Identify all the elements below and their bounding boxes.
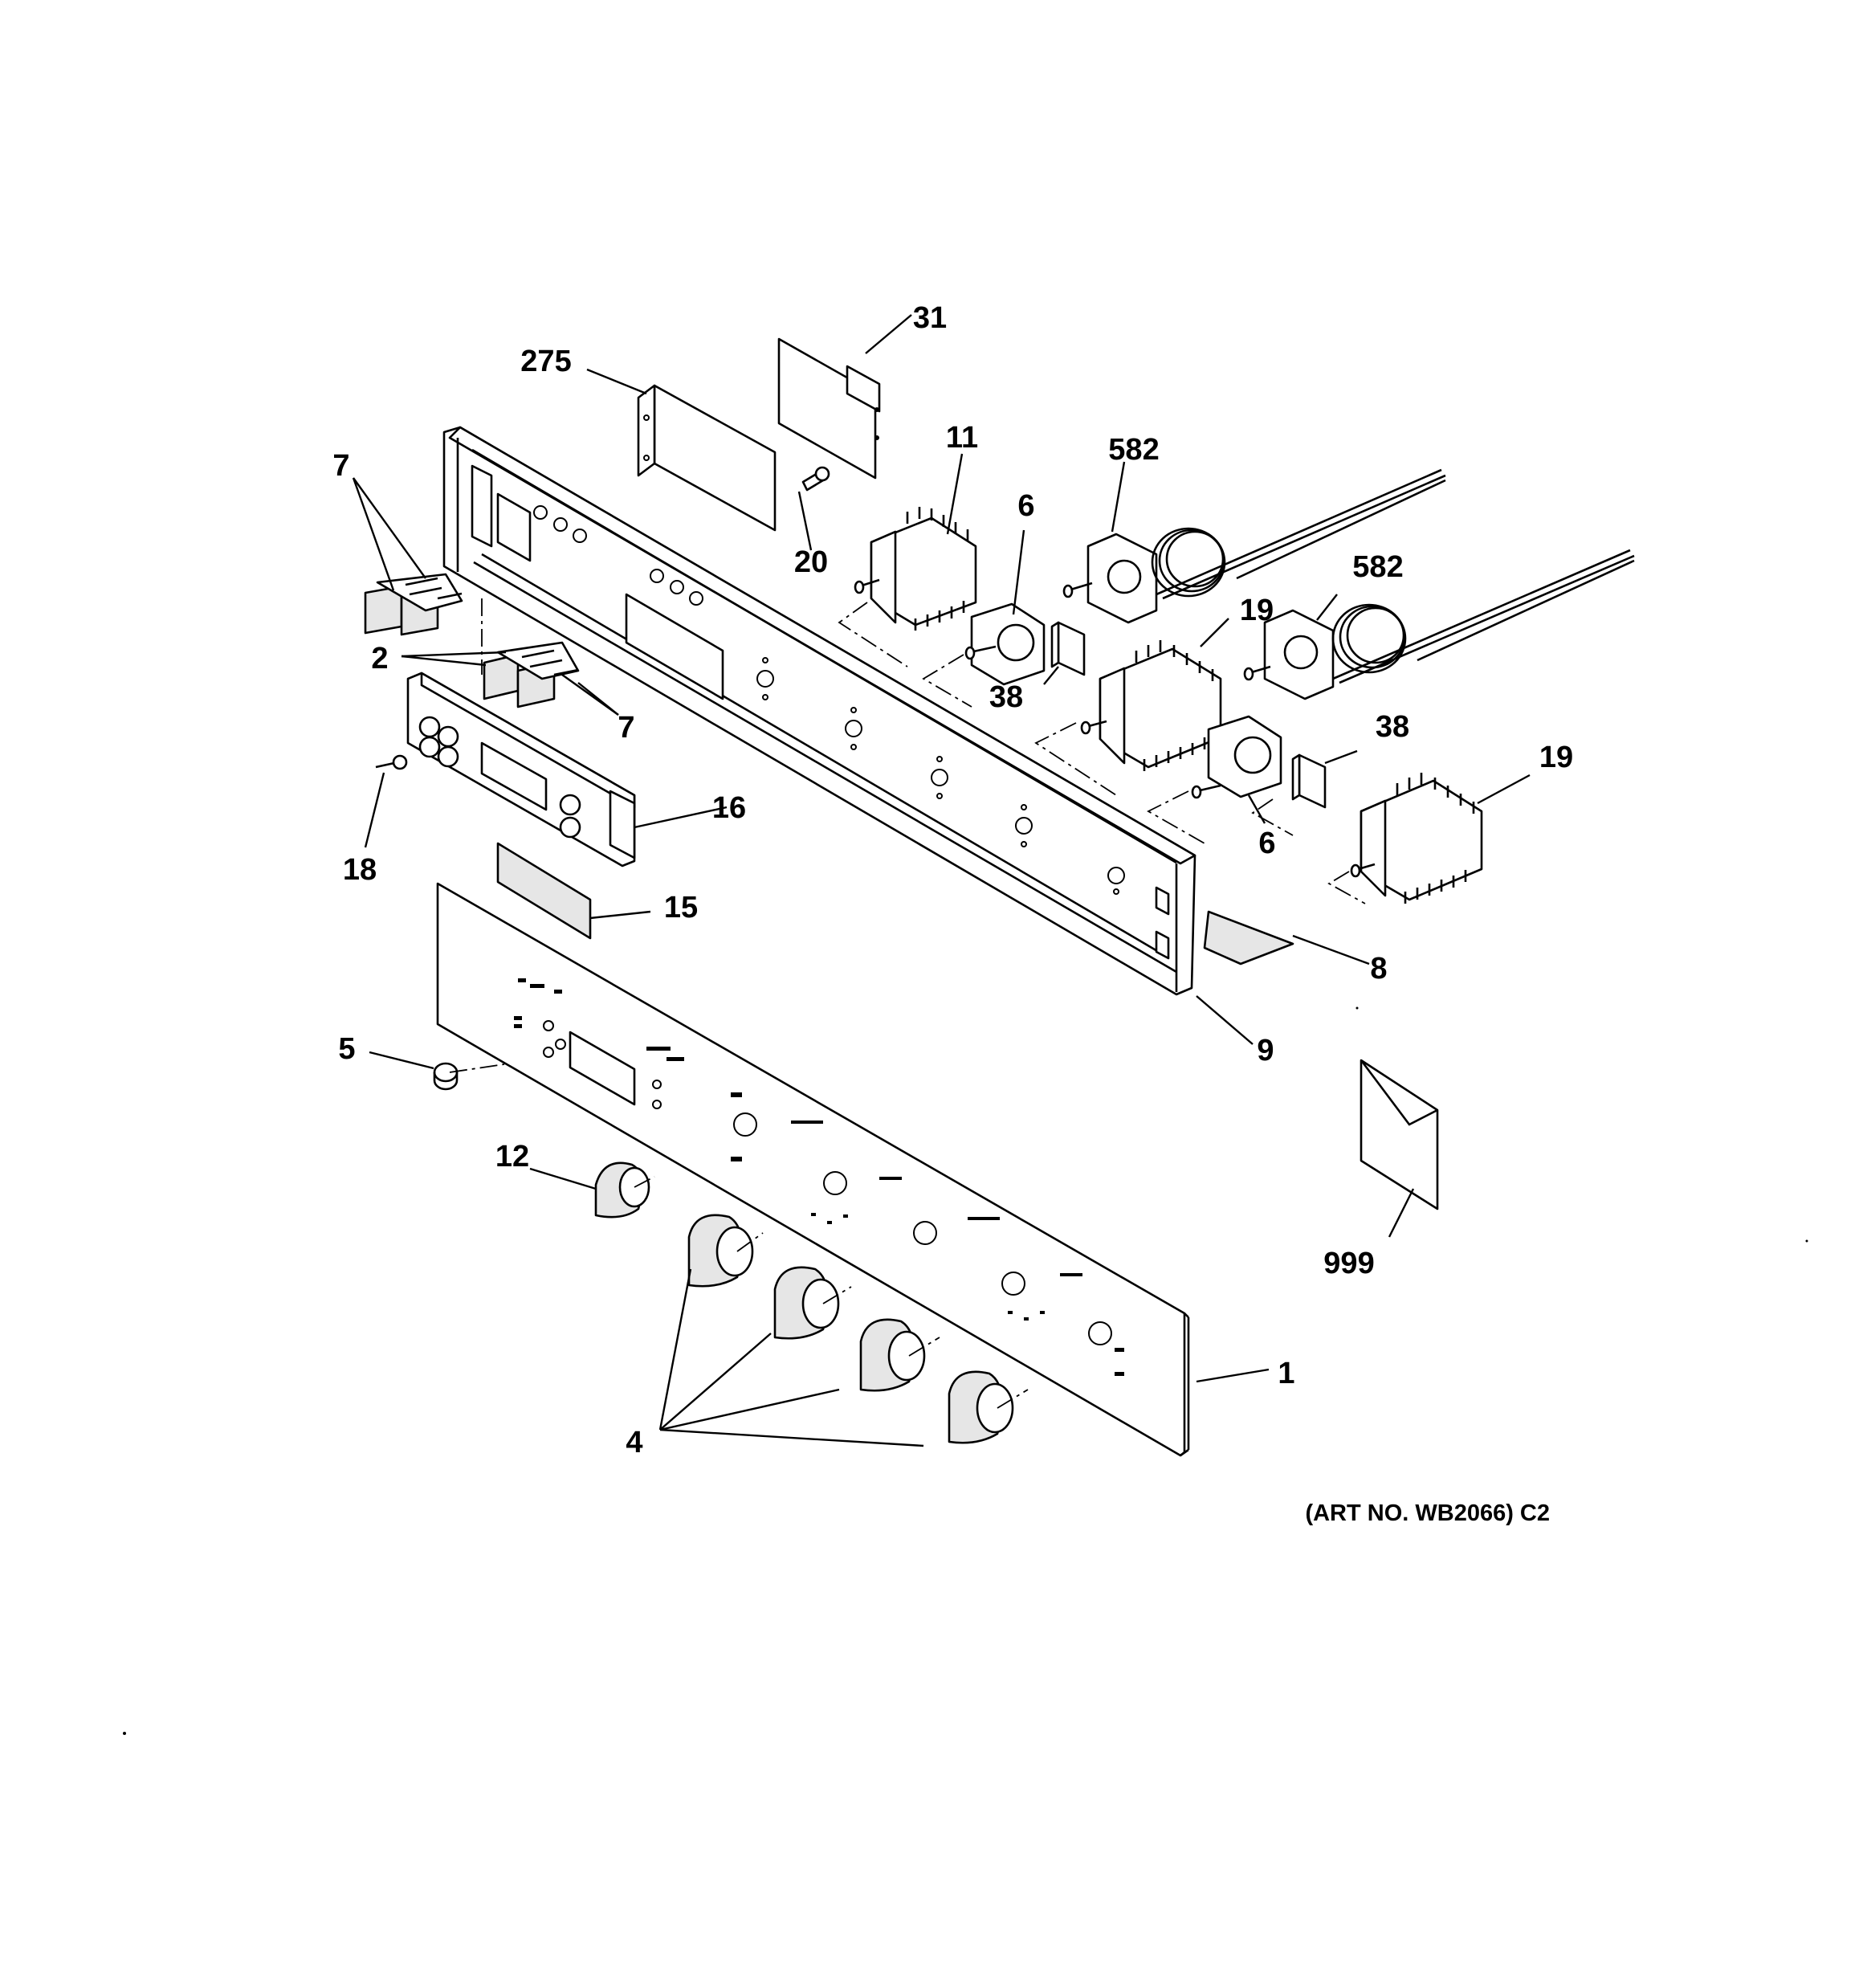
button-5 xyxy=(433,1062,459,1091)
switch-pair-upper xyxy=(364,573,463,636)
alignment-lines xyxy=(449,598,1366,1409)
front-control-panel xyxy=(436,882,1190,1457)
callout-12: 12 xyxy=(495,1140,529,1174)
control-panel-frame xyxy=(442,426,1196,996)
art-number: (ART NO. WB2066) C2 xyxy=(1305,1500,1550,1526)
bracket xyxy=(637,384,777,532)
leader-lines xyxy=(352,314,1531,1447)
callout-1: 1 xyxy=(1278,1357,1294,1390)
selector-switch-11 xyxy=(854,507,977,631)
callout-6-upper: 6 xyxy=(1017,489,1034,523)
callout-999: 999 xyxy=(1323,1247,1374,1280)
insulation-strip xyxy=(1203,910,1294,965)
callout-7-upper: 7 xyxy=(332,449,349,483)
display-window xyxy=(496,842,592,940)
callout-11: 11 xyxy=(946,421,978,455)
knob-set-4 xyxy=(687,1214,1014,1444)
clip-38-upper xyxy=(1050,621,1086,676)
callout-31: 31 xyxy=(913,301,947,335)
infinite-switch-lower xyxy=(1191,715,1282,799)
callout-8: 8 xyxy=(1370,952,1387,986)
callout-582-upper: 582 xyxy=(1108,433,1159,467)
callout-20: 20 xyxy=(794,545,828,579)
thermostat-lower xyxy=(1243,549,1635,700)
screw-20 xyxy=(801,466,830,492)
callout-2: 2 xyxy=(371,642,388,676)
callout-38-lower: 38 xyxy=(1376,710,1409,744)
scan-specks xyxy=(123,1006,1808,1735)
callout-582-lower: 582 xyxy=(1352,550,1403,584)
callout-19-upper: 19 xyxy=(1240,594,1274,627)
callout-19-lower: 19 xyxy=(1539,741,1573,774)
callout-16: 16 xyxy=(712,791,746,825)
thermostat-upper xyxy=(1062,468,1446,624)
literature-envelope xyxy=(1360,1059,1439,1210)
callout-38-upper: 38 xyxy=(989,680,1023,714)
callout-275: 275 xyxy=(520,345,571,378)
callout-7-lower: 7 xyxy=(618,711,634,745)
switch-pair-lower xyxy=(483,641,580,708)
circuit-board xyxy=(777,337,881,480)
selector-switch-19-upper xyxy=(1080,640,1222,771)
selector-switch-19-lower xyxy=(1350,773,1483,904)
callout-4: 4 xyxy=(626,1426,642,1459)
screw-18 xyxy=(375,754,408,770)
callout-6-lower: 6 xyxy=(1258,827,1275,860)
callout-15: 15 xyxy=(664,891,698,925)
clip-38-lower xyxy=(1291,753,1327,809)
callout-labels: 31 275 11 582 6 7 20 582 19 2 7 38 38 19… xyxy=(332,301,1573,1526)
infinite-switch-upper xyxy=(964,602,1046,686)
callout-9: 9 xyxy=(1257,1034,1274,1067)
callout-18: 18 xyxy=(343,853,377,887)
display-board xyxy=(406,672,636,867)
callout-5: 5 xyxy=(338,1032,355,1066)
knob-12 xyxy=(594,1161,650,1219)
